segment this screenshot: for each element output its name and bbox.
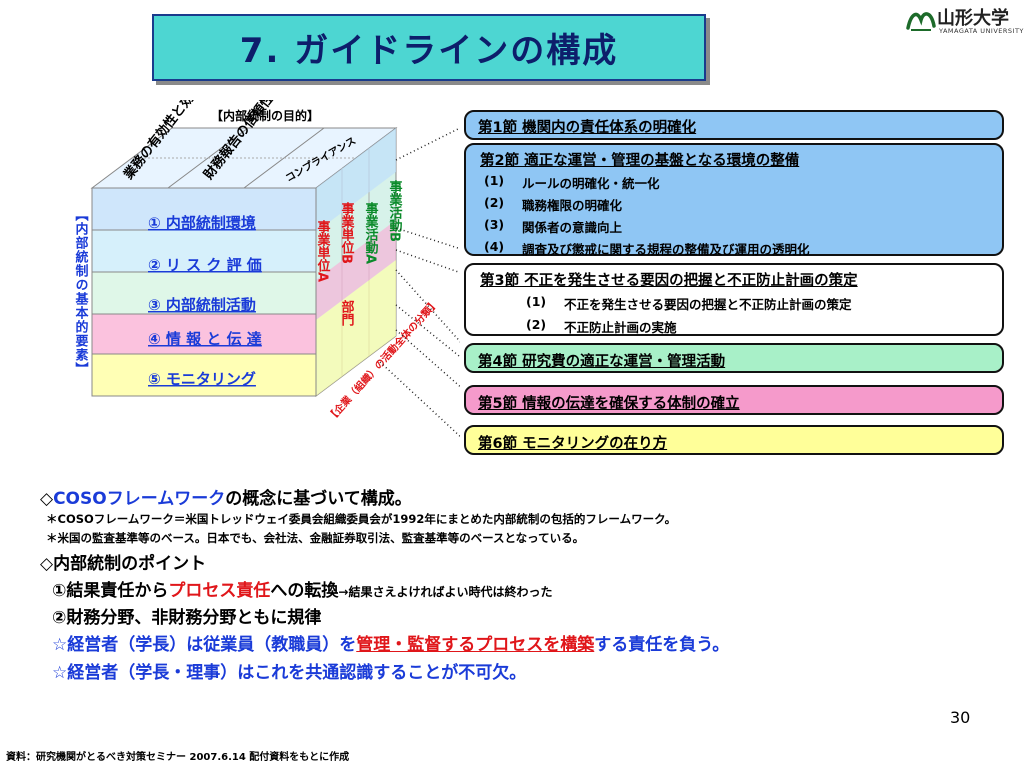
note-bullet: ◇ <box>40 489 54 509</box>
section-5-title: 第5節 情報の伝達を確保する体制の確立 <box>478 396 740 412</box>
coso-framework-term: COSOフレームワーク <box>53 489 226 509</box>
unit-label: 部門 <box>339 299 355 327</box>
section-6-title: 第6節 モニタリングの在り方 <box>478 436 668 452</box>
section-2-box: 第2節 適正な運営・管理の基盤となる環境の整備 (1) ルールの明確化・統一化 … <box>464 143 1004 258</box>
note-point-1: ①結果責任からプロセス責任への転換→結果さえよければよい時代は終わった <box>52 576 552 601</box>
unit-label: 事業活動A <box>363 201 380 264</box>
item-number: (3) <box>484 217 505 232</box>
note-text: ①結果責任から <box>52 581 169 601</box>
logo-text: 山形大学 <box>937 8 1009 29</box>
note-points-header: ◇内部統制のポイント <box>40 554 207 574</box>
element-label: ② リ ス ク 評 価 <box>148 256 262 274</box>
item-text: 関係者の意識向上 <box>522 220 623 235</box>
coso-cube-diagram: 【内部統制の目的】 業務の有効性と効率性 財務報告の信頼性 コンプライアンス ①… <box>73 100 460 438</box>
note-text: の概念に基づいて構成。 <box>225 489 412 509</box>
elements-header: 【内部統制の基本的要素】 <box>73 208 90 376</box>
item-number: (4) <box>484 239 505 254</box>
section-item: (3) 関係者の意識向上 <box>480 217 1002 236</box>
item-text: 不正防止計画の実施 <box>564 320 677 335</box>
section-3-title: 第3節 不正を発生させる要因の把握と不正防止計画の策定 <box>480 273 858 289</box>
section-6-box: 第6節 モニタリングの在り方 <box>464 425 1004 455</box>
section-1-title: 第1節 機関内の責任体系の明確化 <box>478 120 697 136</box>
section-item: (1) 不正を発生させる要因の把握と不正防止計画の策定 <box>480 294 1002 313</box>
process-build-term: 管理・監督するプロセスを構築 <box>356 635 595 655</box>
item-text: 職務権限の明確化 <box>522 198 623 213</box>
unit-label: 事業活動B <box>387 179 404 241</box>
university-logo: 山形大学 YAMAGATA UNIVERSITY <box>905 2 1023 40</box>
logo-subtext: YAMAGATA UNIVERSITY <box>939 27 1024 35</box>
section-3-box: 第3節 不正を発生させる要因の把握と不正防止計画の策定 (1) 不正を発生させる… <box>464 263 1004 336</box>
element-label: ④ 情 報 と 伝 達 <box>148 330 262 348</box>
section-5-box: 第5節 情報の伝達を確保する体制の確立 <box>464 385 1004 415</box>
item-text: 調査及び懲戒に関する規程の整備及び運用の透明化 <box>522 242 810 257</box>
section-item: (4) 調査及び懲戒に関する規程の整備及び運用の透明化 <box>480 239 1002 258</box>
source-credit: 資料：研究機関がとるべき対策セミナー 2007.6.14 配付資料をもとに作成 <box>6 752 350 763</box>
section-4-title: 第4節 研究費の適正な運営・管理活動 <box>478 354 726 370</box>
item-number: (1) <box>484 173 505 188</box>
item-number: (2) <box>484 195 505 210</box>
item-number: (1) <box>526 294 547 309</box>
section-item: (2) 職務権限の明確化 <box>480 195 1002 214</box>
note-coso-basis: ＊米国の監査基準等のベース。日本でも、会社法、金融証券取引法、監査基準等のベース… <box>46 531 585 545</box>
item-text: ルールの明確化・統一化 <box>522 176 660 191</box>
purpose-header: 【内部統制の目的】 <box>211 108 319 123</box>
note-text: ☆経営者（学長）は従業員（教職員）を <box>52 635 357 655</box>
note-text: する責任を負う。 <box>594 635 730 655</box>
element-label: ① 内部統制環境 <box>148 214 256 232</box>
note-arrow-text: →結果さえよければよい時代は終わった <box>338 585 553 599</box>
cube-front <box>91 187 317 397</box>
title-banner: 7. ガイドラインの構成 <box>152 14 706 81</box>
unit-label: 事業単位B <box>339 201 356 263</box>
item-number: (2) <box>526 317 547 332</box>
section-item: (1) ルールの明確化・統一化 <box>480 173 1002 192</box>
section-4-box: 第4節 研究費の適正な運営・管理活動 <box>464 343 1004 373</box>
item-text: 不正を発生させる要因の把握と不正防止計画の策定 <box>564 297 852 312</box>
element-label: ⑤ モニタリング <box>148 370 256 388</box>
yamagata-logo-icon <box>906 12 936 31</box>
note-star-2: ☆経営者（学長・理事）はこれを共通認識することが不可欠。 <box>52 663 527 683</box>
page-title: 7. ガイドラインの構成 <box>239 31 619 71</box>
note-coso-definition: ＊COSOフレームワーク＝米国トレッドウェイ委員会組織委員会が1992年にまとめ… <box>46 512 677 526</box>
page-number: 30 <box>950 708 971 727</box>
note-text: への転換 <box>270 581 339 601</box>
connector-lines <box>379 127 460 438</box>
element-label: ③ 内部統制活動 <box>148 296 256 314</box>
cube-side <box>315 127 397 397</box>
section-1-box: 第1節 機関内の責任体系の明確化 <box>464 110 1004 140</box>
section-item: (2) 不正防止計画の実施 <box>480 317 1002 336</box>
section-2-title: 第2節 適正な運営・管理の基盤となる環境の整備 <box>480 153 800 169</box>
note-point-2: ②財務分野、非財務分野ともに規律 <box>52 608 322 628</box>
note-star-1: ☆経営者（学長）は従業員（教職員）を管理・監督するプロセスを構築する責任を負う。 <box>52 630 729 655</box>
unit-label: 事業単位A <box>315 219 332 282</box>
note-coso: ◇COSOフレームワークの概念に基づいて構成。 <box>40 484 412 509</box>
process-responsibility-term: プロセス責任 <box>168 581 271 601</box>
